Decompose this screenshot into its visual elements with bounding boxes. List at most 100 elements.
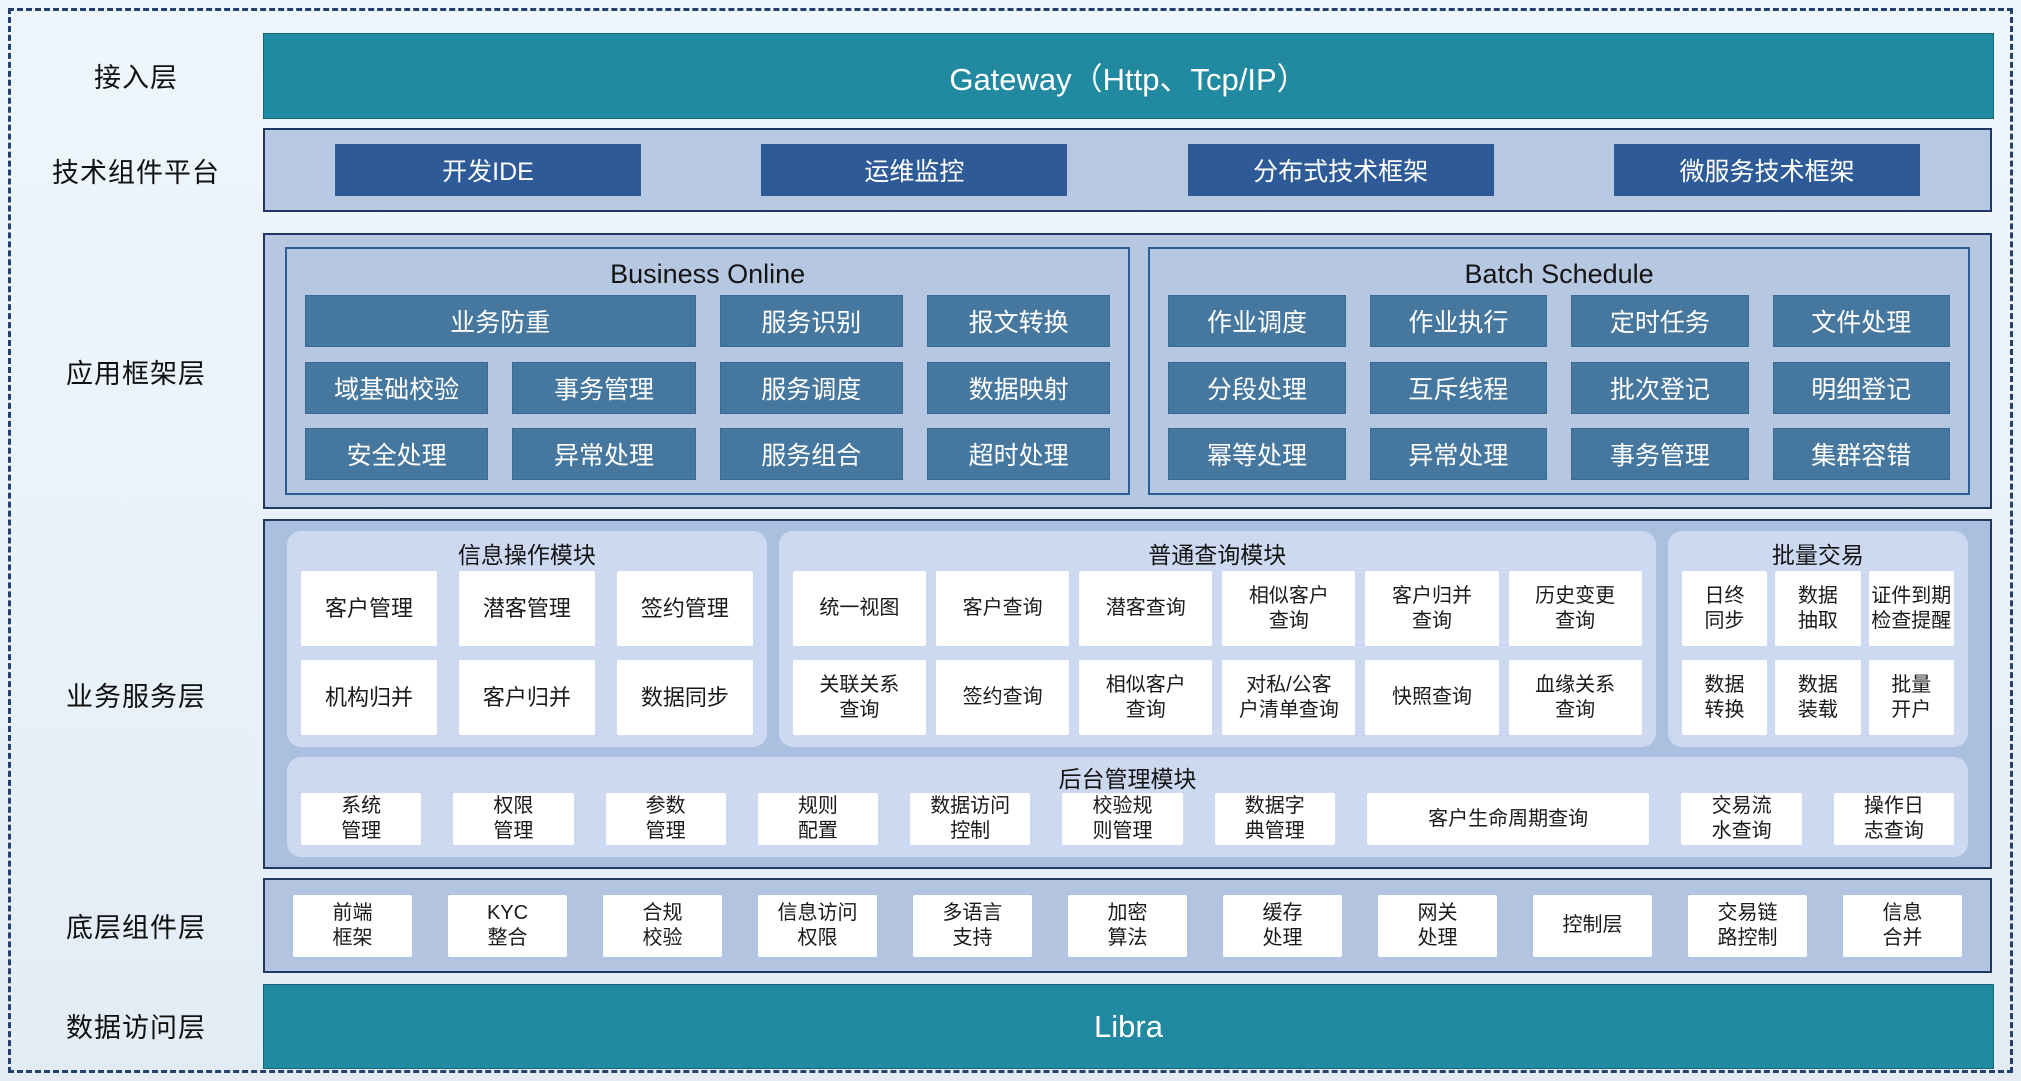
bs-item: 作业调度 bbox=[1168, 295, 1346, 347]
service-item: 客户归并 bbox=[458, 660, 595, 736]
service-item: 血缘关系 查询 bbox=[1508, 660, 1642, 736]
service-item: 交易流 水查询 bbox=[1681, 793, 1802, 845]
service-item: 快照查询 bbox=[1365, 660, 1499, 736]
bs-item: 文件处理 bbox=[1772, 295, 1951, 347]
bo-item: 异常处理 bbox=[512, 428, 696, 481]
libra-bar: Libra bbox=[263, 984, 1994, 1069]
bs-item: 批次登记 bbox=[1571, 361, 1749, 414]
query-module-grid: 统一视图 客户查询 潜客查询 相似客户 查询 客户归并 查询 历史变更 查询 关… bbox=[792, 571, 1642, 736]
tech-platform-row: 开发IDE 运维监控 分布式技术框架 微服务技术框架 bbox=[263, 128, 1992, 212]
base-item: 多语言 支持 bbox=[913, 894, 1032, 957]
service-item: 潜客查询 bbox=[1079, 571, 1213, 647]
service-item: 数据访问 控制 bbox=[910, 793, 1031, 845]
bs-item: 分段处理 bbox=[1168, 361, 1346, 414]
batch-trade-module: 批量交易 日终 同步 数据 抽取 证件到期 检查提醒 数据 转换 数据 装载 批… bbox=[1667, 531, 1968, 748]
service-item: 参数 管理 bbox=[605, 793, 726, 845]
batch-schedule-section: Batch Schedule 作业调度 作业执行 定时任务 文件处理 分段处理 … bbox=[1148, 247, 1971, 495]
bo-item: 域基础校验 bbox=[305, 361, 489, 414]
service-item: 规则 配置 bbox=[757, 793, 879, 845]
base-item: 前端 框架 bbox=[293, 894, 412, 957]
bs-item: 异常处理 bbox=[1369, 428, 1548, 481]
service-item: 客户归并 查询 bbox=[1365, 571, 1499, 647]
layer-label-business-service: 业务服务层 bbox=[66, 681, 206, 712]
bo-item: 事务管理 bbox=[512, 361, 696, 414]
batch-trade-grid: 日终 同步 数据 抽取 证件到期 检查提醒 数据 转换 数据 装载 批量 开户 bbox=[1681, 571, 1954, 736]
batch-schedule-title: Batch Schedule bbox=[1464, 258, 1654, 289]
base-item: 网关 处理 bbox=[1378, 894, 1497, 957]
gateway-bar: Gateway（Http、Tcp/IP） bbox=[263, 33, 1994, 119]
service-item: 统一视图 bbox=[792, 571, 926, 647]
bs-item: 作业执行 bbox=[1369, 295, 1548, 347]
bo-item: 报文转换 bbox=[926, 295, 1111, 347]
bo-item: 安全处理 bbox=[305, 428, 489, 481]
admin-module-items: 系统 管理 权限 管理 参数 管理 规则 配置 数据访问 控制 校验规 则管理 … bbox=[301, 793, 1955, 845]
service-item: 机构归并 bbox=[301, 660, 437, 736]
service-item: 历史变更 查询 bbox=[1508, 571, 1642, 647]
business-online-title: Business Online bbox=[610, 258, 806, 289]
bs-item: 明细登记 bbox=[1772, 361, 1951, 414]
bo-item: 数据映射 bbox=[926, 361, 1111, 414]
info-operation-module: 信息操作模块 客户管理 潜客管理 签约管理 机构归并 客户归并 数据同步 bbox=[287, 531, 767, 748]
base-item: 信息访问 权限 bbox=[758, 894, 877, 957]
layer-label-access: 接入层 bbox=[94, 62, 178, 93]
layer-label-data-access: 数据访问层 bbox=[66, 1013, 206, 1043]
base-item: 控制层 bbox=[1533, 894, 1652, 957]
bs-item: 幂等处理 bbox=[1168, 428, 1346, 481]
tech-item-microservice-framework: 微服务技术框架 bbox=[1613, 144, 1920, 196]
service-item: 签约管理 bbox=[616, 571, 753, 647]
bo-item: 服务调度 bbox=[719, 361, 903, 414]
service-item: 签约查询 bbox=[936, 660, 1070, 736]
service-item: 潜客管理 bbox=[458, 571, 595, 647]
business-online-section: Business Online 业务防重 服务识别 报文转换 域基础校验 事务管… bbox=[285, 247, 1131, 495]
info-module-title: 信息操作模块 bbox=[457, 542, 596, 568]
base-item: 交易链 路控制 bbox=[1688, 894, 1807, 957]
tech-item-ide: 开发IDE bbox=[335, 144, 641, 196]
info-module-grid: 客户管理 潜客管理 签约管理 机构归并 客户归并 数据同步 bbox=[301, 571, 753, 736]
service-item: 权限 管理 bbox=[453, 793, 574, 845]
base-item: 缓存 处理 bbox=[1223, 894, 1342, 957]
batch-trade-title: 批量交易 bbox=[1771, 542, 1864, 568]
layer-label-tech-platform: 技术组件平台 bbox=[52, 157, 220, 188]
base-item: 加密 算法 bbox=[1068, 894, 1187, 957]
service-item: 校验规 则管理 bbox=[1062, 793, 1183, 845]
service-item: 数据 装载 bbox=[1775, 660, 1861, 736]
bo-item: 业务防重 bbox=[305, 295, 696, 347]
batch-schedule-grid: 作业调度 作业执行 定时任务 文件处理 分段处理 互斥线程 批次登记 明细登记 … bbox=[1168, 295, 1951, 481]
service-item: 数据同步 bbox=[616, 660, 753, 736]
service-item: 关联关系 查询 bbox=[792, 660, 926, 736]
app-framework-box: Business Online 业务防重 服务识别 报文转换 域基础校验 事务管… bbox=[263, 233, 1992, 509]
common-query-module: 普通查询模块 统一视图 客户查询 潜客查询 相似客户 查询 客户归并 查询 历史… bbox=[778, 531, 1656, 748]
admin-module: 后台管理模块 系统 管理 权限 管理 参数 管理 规则 配置 数据访问 控制 校… bbox=[287, 757, 1968, 857]
service-item: 日终 同步 bbox=[1681, 571, 1768, 647]
base-item: KYC 整合 bbox=[448, 894, 567, 957]
service-item: 数据字 典管理 bbox=[1214, 793, 1335, 845]
service-item: 系统 管理 bbox=[301, 793, 422, 845]
service-item: 批量 开户 bbox=[1868, 660, 1954, 736]
base-item: 信息 合并 bbox=[1843, 894, 1962, 957]
business-online-grid: 业务防重 服务识别 报文转换 域基础校验 事务管理 服务调度 数据映射 安全处理… bbox=[305, 295, 1111, 481]
service-item: 数据 转换 bbox=[1681, 660, 1768, 736]
service-item: 相似客户 查询 bbox=[1079, 660, 1213, 736]
service-item: 数据 抽取 bbox=[1775, 571, 1861, 647]
bs-item: 定时任务 bbox=[1571, 295, 1749, 347]
admin-module-title: 后台管理模块 bbox=[1058, 766, 1197, 793]
service-item: 相似客户 查询 bbox=[1222, 571, 1356, 647]
bs-item: 事务管理 bbox=[1571, 428, 1749, 481]
service-item: 客户查询 bbox=[936, 571, 1070, 647]
bo-item: 超时处理 bbox=[926, 428, 1111, 481]
base-item: 合规 校验 bbox=[603, 894, 722, 957]
bo-item: 服务识别 bbox=[719, 295, 903, 347]
service-top-row: 信息操作模块 客户管理 潜客管理 签约管理 机构归并 客户归并 数据同步 普通查… bbox=[287, 531, 1968, 748]
query-module-title: 普通查询模块 bbox=[1148, 542, 1287, 568]
bs-item: 互斥线程 bbox=[1369, 361, 1548, 414]
service-item-customer-lifecycle: 客户生命周期查询 bbox=[1366, 793, 1650, 845]
service-item: 客户管理 bbox=[301, 571, 437, 647]
tech-item-ops-monitor: 运维监控 bbox=[761, 144, 1068, 196]
service-item: 对私/公客 户清单查询 bbox=[1222, 660, 1356, 736]
layer-label-app-framework: 应用框架层 bbox=[66, 358, 206, 389]
base-components-box: 前端 框架 KYC 整合 合规 校验 信息访问 权限 多语言 支持 加密 算法 … bbox=[263, 878, 1992, 973]
service-item: 证件到期 检查提醒 bbox=[1868, 571, 1954, 647]
bs-item: 集群容错 bbox=[1772, 428, 1951, 481]
service-item: 操作日 志查询 bbox=[1833, 793, 1955, 845]
tech-item-distributed-framework: 分布式技术框架 bbox=[1187, 144, 1494, 196]
